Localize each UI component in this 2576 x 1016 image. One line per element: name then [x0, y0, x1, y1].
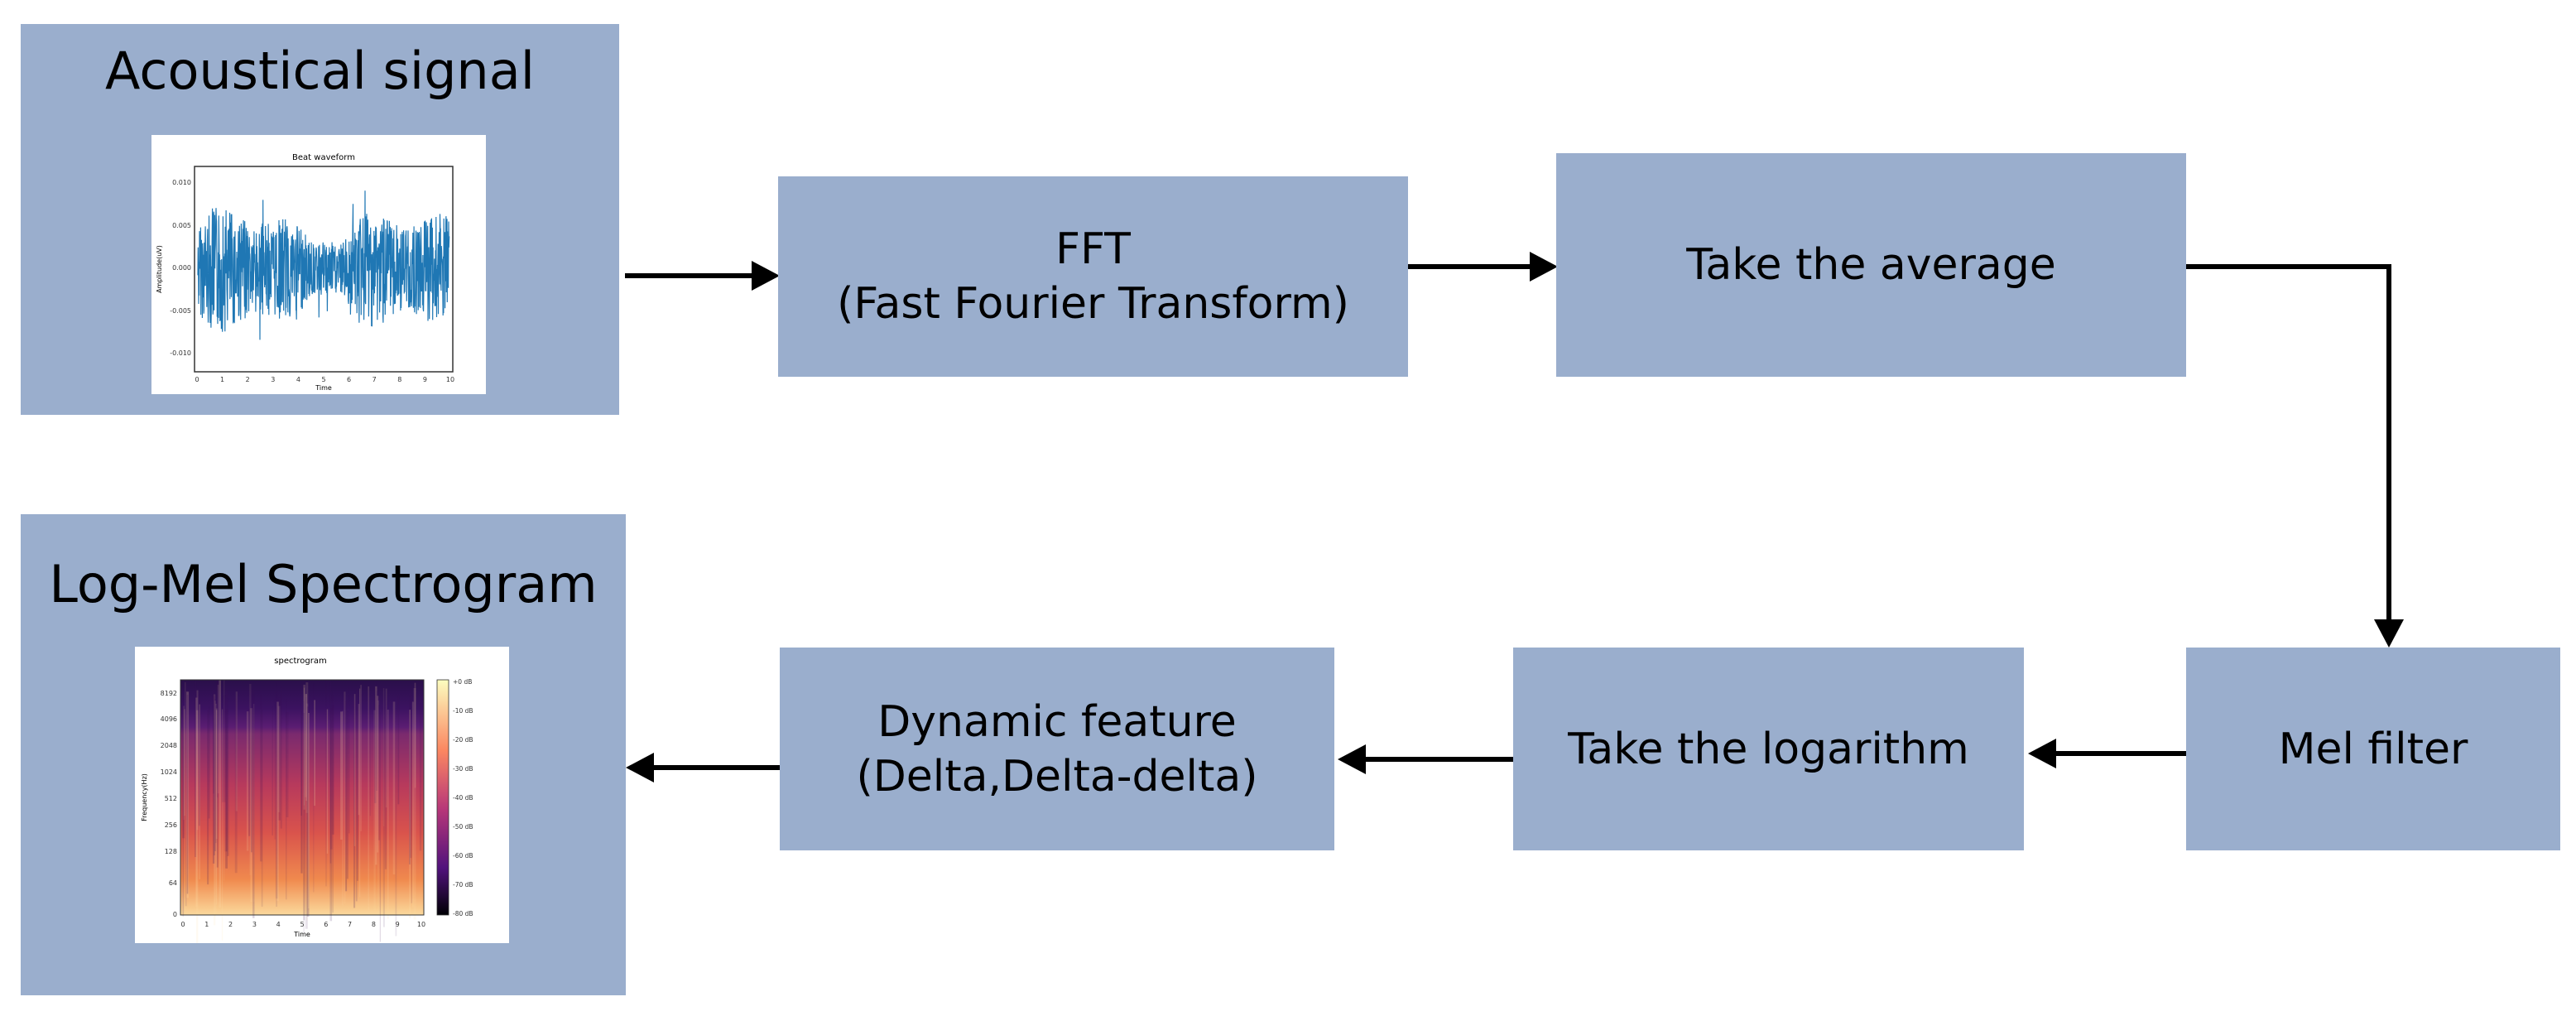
spectrogram-xtick: 9 — [396, 921, 400, 928]
fft-sublabel: (Fast Fourier Transform) — [837, 279, 1349, 329]
spectrogram-ytick: 0 — [173, 911, 177, 918]
spectrogram-xtick: 1 — [204, 921, 209, 928]
colorbar-tick: +0 dB — [453, 678, 472, 686]
spectrogram-thumbnail: spectrogram 8192 4096 2048 1024 512 256 … — [135, 647, 509, 943]
arrow-average-to-mel — [2186, 264, 2391, 631]
waveform-xtick: 10 — [446, 376, 454, 383]
waveform-xtick: 1 — [220, 376, 224, 383]
spectrogram-xtick: 0 — [180, 921, 185, 928]
colorbar-tick: -70 dB — [453, 881, 473, 888]
colorbar-tick: -60 dB — [453, 852, 473, 860]
waveform-ytick: 0.000 — [172, 264, 191, 272]
waveform-xtick: 2 — [246, 376, 250, 383]
spectrogram-xlabel: Time — [293, 931, 310, 938]
spectrogram-xtick: 4 — [276, 921, 281, 928]
colorbar-tick: -40 dB — [453, 794, 473, 802]
waveform-xlabel: Time — [315, 384, 332, 392]
spectrogram-streaks — [182, 680, 422, 943]
fft-label: FFT — [1055, 224, 1131, 274]
waveform-title: Beat waveform — [292, 153, 355, 162]
dynamic-feature-label: Dynamic feature — [877, 696, 1237, 747]
spectrogram-xtick: 5 — [300, 921, 304, 928]
spectrogram-ylabel: Frequency(Hz) — [141, 773, 148, 821]
waveform-ytick: -0.010 — [170, 349, 191, 357]
spectrogram-xtick: 2 — [228, 921, 233, 928]
waveform-xtick: 4 — [296, 376, 300, 383]
waveform-xtick: 0 — [195, 376, 199, 383]
spectrogram-ytick: 1024 — [161, 768, 177, 776]
mel-filter-node: Mel filter — [2186, 648, 2560, 850]
waveform-signal — [197, 190, 450, 340]
colorbar-tick: -20 dB — [453, 736, 473, 744]
take-logarithm-node: Take the logarithm — [1513, 648, 2024, 850]
take-logarithm-label: Take the logarithm — [1568, 724, 1969, 774]
spectrogram-ytick: 128 — [165, 848, 177, 855]
spectrogram-ytick: 4096 — [161, 715, 177, 723]
mel-filter-label: Mel filter — [2278, 724, 2468, 774]
colorbar-tick: -80 dB — [453, 910, 473, 917]
waveform-xtick: 7 — [372, 376, 377, 383]
spectrogram-ytick: 64 — [169, 879, 177, 887]
spectrogram-xtick: 10 — [417, 921, 425, 928]
log-mel-spectrogram-title: Log-Mel Spectrogram — [49, 554, 598, 614]
colorbar-tick: -50 dB — [453, 823, 473, 831]
fft-node: FFT (Fast Fourier Transform) — [778, 176, 1408, 377]
colorbar-tick: -30 dB — [453, 765, 473, 773]
waveform-ytick: -0.005 — [170, 307, 191, 315]
spectrogram-colorbar — [436, 679, 449, 916]
waveform-xtick: 6 — [347, 376, 351, 383]
colorbar-tick: -10 dB — [453, 707, 473, 715]
take-average-label: Take the average — [1686, 240, 2056, 290]
log-mel-spectrogram-node: Log-Mel Spectrogram — [21, 514, 626, 995]
acoustical-signal-title: Acoustical signal — [105, 41, 535, 101]
dynamic-feature-node: Dynamic feature (Delta,Delta-delta) — [780, 648, 1334, 850]
spectrogram-ytick: 2048 — [161, 742, 177, 749]
waveform-ylabel: Amplitude(uV) — [156, 245, 163, 293]
waveform-xtick: 5 — [321, 376, 325, 383]
waveform-xtick: 9 — [423, 376, 427, 383]
spectrogram-xtick: 8 — [372, 921, 376, 928]
dynamic-feature-sublabel: (Delta,Delta-delta) — [856, 751, 1258, 802]
waveform-thumbnail: Beat waveform 0.010 0.005 0.000 -0.005 -… — [151, 135, 486, 394]
take-average-node: Take the average — [1556, 153, 2186, 377]
spectrogram-title: spectrogram — [274, 657, 326, 666]
spectrogram-ytick: 256 — [165, 821, 177, 829]
acoustical-signal-node: Acoustical signal Beat waveform 0.010 0.… — [21, 24, 619, 415]
waveform-xtick: 3 — [271, 376, 275, 383]
spectrogram-ytick: 512 — [165, 795, 177, 802]
waveform-xtick: 8 — [397, 376, 401, 383]
spectrogram-heatmap — [180, 680, 424, 915]
spectrogram-xtick: 7 — [348, 921, 352, 928]
waveform-ytick: 0.005 — [172, 222, 191, 229]
spectrogram-xtick: 3 — [252, 921, 257, 928]
spectrogram-ytick: 8192 — [161, 690, 177, 697]
waveform-ytick: 0.010 — [172, 179, 191, 186]
spectrogram-xtick: 6 — [324, 921, 328, 928]
